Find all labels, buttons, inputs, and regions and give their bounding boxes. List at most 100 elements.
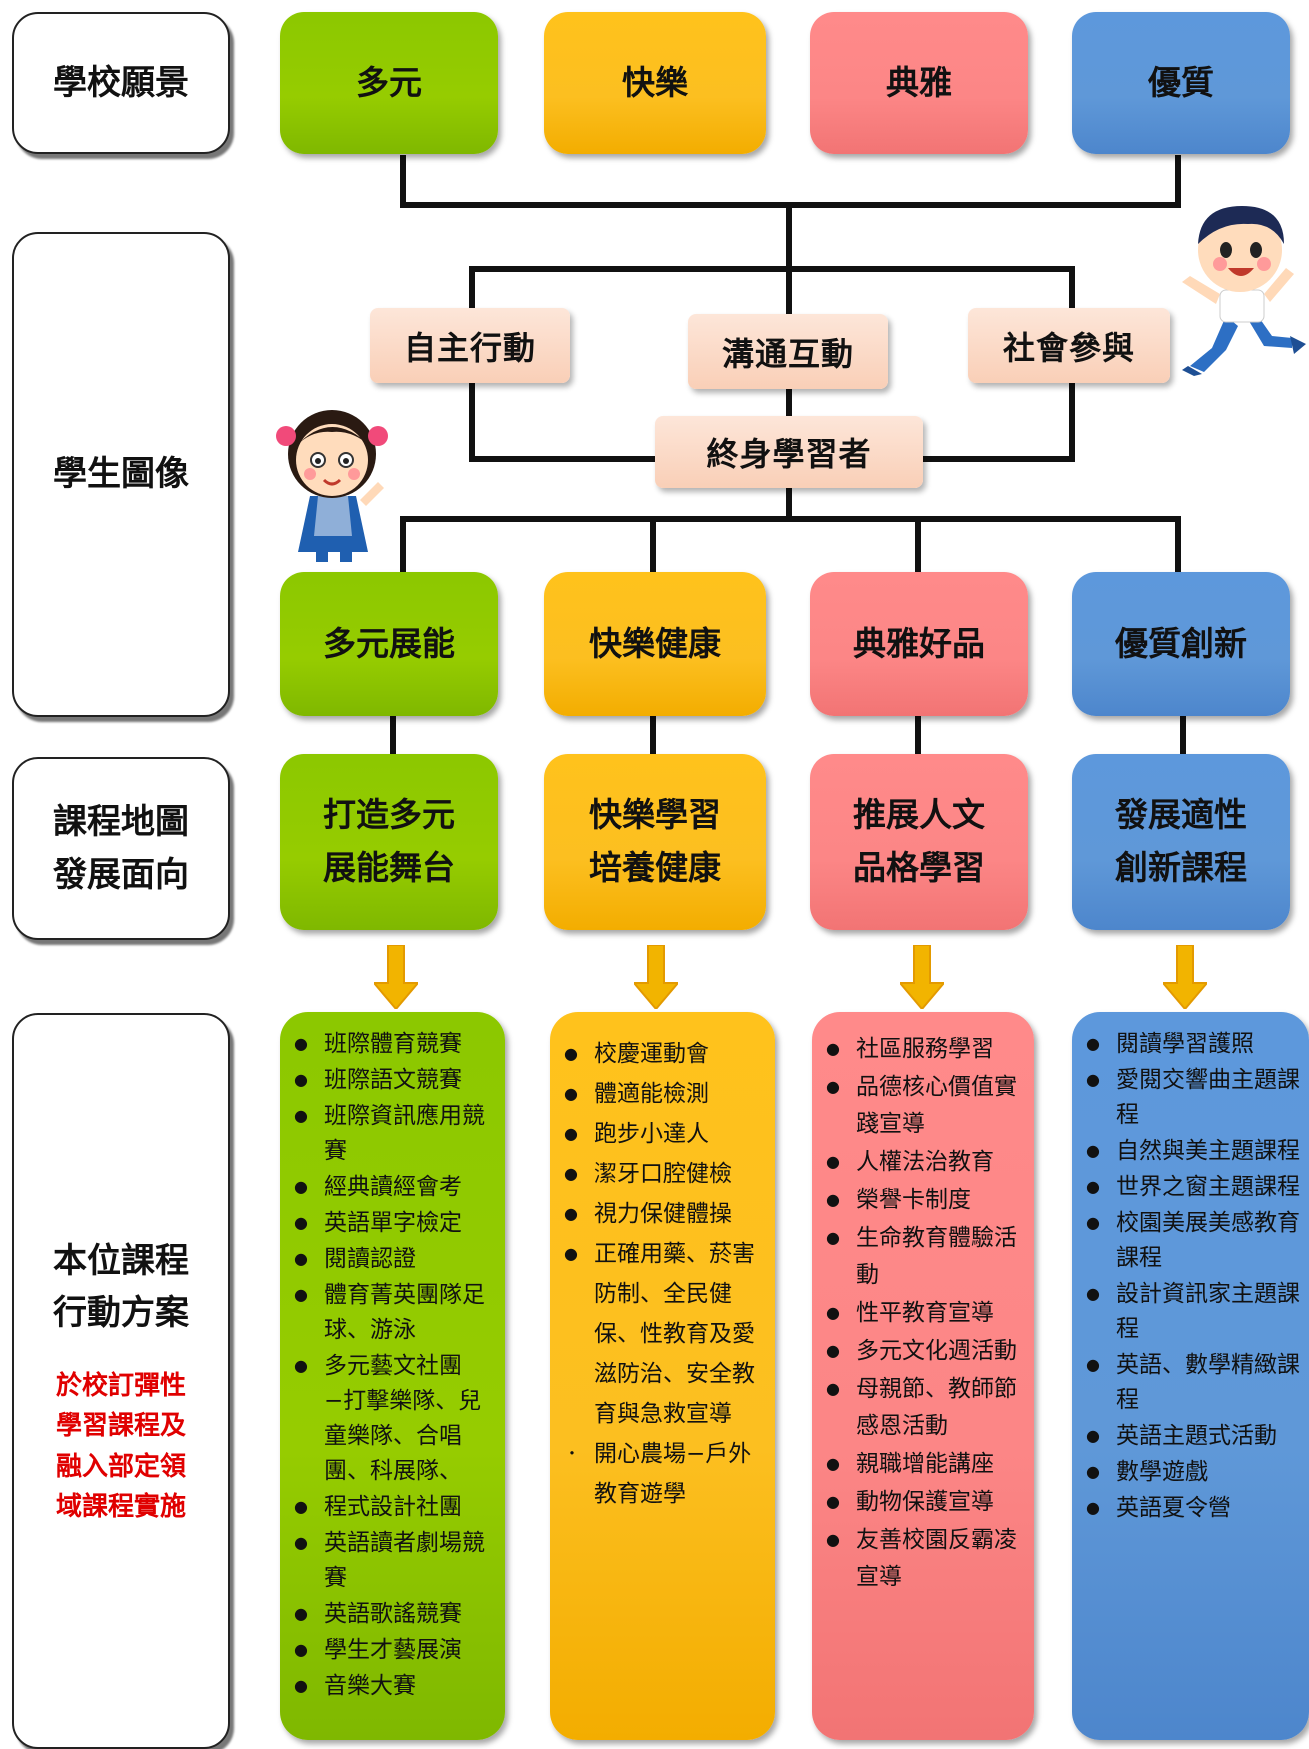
- row-label-student-text: 學生圖像: [53, 454, 189, 495]
- action-item: ●數學遊戲: [1086, 1454, 1305, 1490]
- connector-line: [1175, 155, 1181, 207]
- action-item: ●多元藝文社團−打擊樂隊、兒童樂隊、合唱團、科展隊、: [294, 1348, 497, 1489]
- action-item: ●閱讀學習護照: [1086, 1026, 1305, 1062]
- trait-box-happy-healthy: 快樂健康: [544, 572, 766, 716]
- action-items: ●社區服務學習●品德核心價值實踐宣導●人權法治教育●榮譽卡制度●生命教育體驗活動…: [826, 1030, 1026, 1596]
- competency-label: 溝通互動: [721, 334, 854, 373]
- bullet-icon: ●: [1086, 1498, 1100, 1517]
- bullet-icon: ●: [826, 1492, 840, 1511]
- bullet-icon: ●: [1086, 1141, 1100, 1160]
- action-note-line: 融入部定領: [55, 1451, 186, 1482]
- action-item: ●友善校園反霸凌宣導: [826, 1521, 1026, 1596]
- bullet-icon: ●: [294, 1604, 308, 1623]
- direction-box-diverse-stage: 打造多元 展能舞台: [280, 754, 498, 930]
- bullet-icon: ●: [1086, 1426, 1100, 1445]
- row-label-action-line1: 本位課程: [53, 1240, 189, 1281]
- row-label-curriculum-line2: 發展面向: [53, 854, 189, 895]
- bullet-icon: ●: [826, 1190, 840, 1209]
- vision-box-quality: 優質: [1072, 12, 1290, 154]
- competency-label: 社會參與: [1002, 328, 1135, 367]
- row-label-curriculum-line1: 課程地圖: [53, 801, 189, 842]
- bullet-icon: ●: [294, 1533, 308, 1552]
- row-label-student: 學生圖像: [12, 232, 230, 717]
- action-item: ●學生才藝展演: [294, 1632, 497, 1668]
- direction-label-line: 品格學習: [853, 848, 985, 887]
- trait-label: 典雅好品: [853, 623, 985, 663]
- connector-line: [915, 516, 921, 572]
- action-item: ●視力保健體操: [564, 1194, 767, 1234]
- bullet-icon: ●: [826, 1039, 840, 1058]
- down-arrow-icon: [1163, 945, 1207, 1009]
- bullet-icon: ●: [1086, 1034, 1100, 1053]
- vision-box-elegant: 典雅: [810, 12, 1028, 154]
- bullet-icon: ●: [294, 1249, 308, 1268]
- action-item: ・開心農場−戶外教育遊學: [564, 1434, 767, 1514]
- bullet-icon: ●: [1086, 1355, 1100, 1374]
- action-item: ●品德核心價值實踐宣導: [826, 1068, 1026, 1143]
- connector-line: [390, 716, 396, 754]
- connector-line: [915, 716, 921, 754]
- action-item: ●動物保護宣導: [826, 1483, 1026, 1521]
- action-item: ●校園美展美感教育課程: [1086, 1205, 1305, 1276]
- action-item: ●英語主題式活動: [1086, 1418, 1305, 1454]
- trait-label: 多元展能: [323, 623, 455, 663]
- connector-line: [1180, 716, 1186, 754]
- action-note-line: 學習課程及: [55, 1411, 186, 1442]
- action-item: ●生命教育體驗活動: [826, 1219, 1026, 1294]
- bullet-icon: ●: [294, 1070, 308, 1089]
- action-item: ●英語夏令營: [1086, 1490, 1305, 1526]
- direction-label-line: 創新課程: [1115, 848, 1247, 887]
- action-item: ●英語歌謠競賽: [294, 1596, 497, 1632]
- trait-box-elegant-character: 典雅好品: [810, 572, 1028, 716]
- action-items: ●閱讀學習護照●愛閱交響曲主題課程●自然與美主題課程●世界之窗主題課程●校園美展…: [1086, 1026, 1305, 1526]
- action-item: ●自然與美主題課程: [1086, 1133, 1305, 1169]
- connector-line: [650, 516, 656, 572]
- trait-label: 快樂健康: [589, 623, 721, 663]
- action-item: ●親職增能講座: [826, 1445, 1026, 1483]
- action-item: ●閱讀認證: [294, 1241, 497, 1277]
- row-label-action: 本位課程 行動方案 於校訂彈性 學習課程及 融入部定領 域課程實施: [12, 1013, 230, 1749]
- down-arrow-icon: [634, 945, 678, 1009]
- girl-cartoon: [276, 410, 388, 562]
- direction-label-line: 快樂學習: [589, 795, 721, 835]
- direction-box-humanities-character: 推展人文 品格學習: [810, 754, 1028, 930]
- connector-line: [400, 516, 1181, 522]
- competency-core-label: 終身學習者: [706, 435, 872, 473]
- bullet-icon: ●: [294, 1676, 308, 1695]
- vision-box-diverse: 多元: [280, 12, 498, 154]
- bullet-icon: ●: [294, 1497, 308, 1516]
- action-item: ●正確用藥、菸害防制、全民健保、性教育及愛滋防治、安全教育與急救宣導: [564, 1234, 767, 1434]
- action-item: ●人權法治教育: [826, 1143, 1026, 1181]
- bullet-icon: ●: [826, 1454, 840, 1473]
- bullet-icon: ●: [564, 1204, 578, 1223]
- direction-label-line: 打造多元: [323, 795, 455, 835]
- direction-label-line: 培養健康: [589, 848, 721, 887]
- action-list-quality: ●閱讀學習護照●愛閱交響曲主題課程●自然與美主題課程●世界之窗主題課程●校園美展…: [1072, 1012, 1309, 1740]
- row-label-vision-text: 學校願景: [53, 62, 189, 103]
- action-item: ●體適能檢測: [564, 1074, 767, 1114]
- action-item: ●班際語文競賽: [294, 1062, 497, 1098]
- bullet-icon: ●: [564, 1164, 578, 1183]
- bullet-icon: ●: [294, 1106, 308, 1125]
- competency-lifelong-learner: 終身學習者: [655, 416, 923, 488]
- action-note-line: 於校訂彈性: [55, 1371, 186, 1402]
- bullet-icon: ●: [1086, 1284, 1100, 1303]
- connector-line: [469, 382, 475, 462]
- direction-label-line: 展能舞台: [323, 848, 455, 887]
- bullet-icon: ●: [564, 1244, 578, 1263]
- vision-label: 典雅: [886, 62, 952, 102]
- action-item: ●班際資訊應用競賽: [294, 1098, 497, 1169]
- action-item: ●社區服務學習: [826, 1030, 1026, 1068]
- action-item: ●性平教育宣導: [826, 1294, 1026, 1332]
- action-item: ●體育菁英團隊足球、游泳: [294, 1277, 497, 1348]
- bullet-icon: ●: [826, 1228, 840, 1247]
- trait-label: 優質創新: [1115, 623, 1247, 663]
- bullet-icon: ●: [826, 1303, 840, 1322]
- bullet-icon: ●: [1086, 1462, 1100, 1481]
- action-items: ●校慶運動會●體適能檢測●跑步小達人●潔牙口腔健檢●視力保健體操●正確用藥、菸害…: [564, 1034, 767, 1514]
- action-item: ●經典讀經會考: [294, 1169, 497, 1205]
- action-item: ●音樂大賽: [294, 1668, 497, 1704]
- vision-label: 快樂: [622, 62, 688, 102]
- connector-line: [469, 266, 475, 310]
- direction-label-line: 推展人文: [853, 795, 985, 835]
